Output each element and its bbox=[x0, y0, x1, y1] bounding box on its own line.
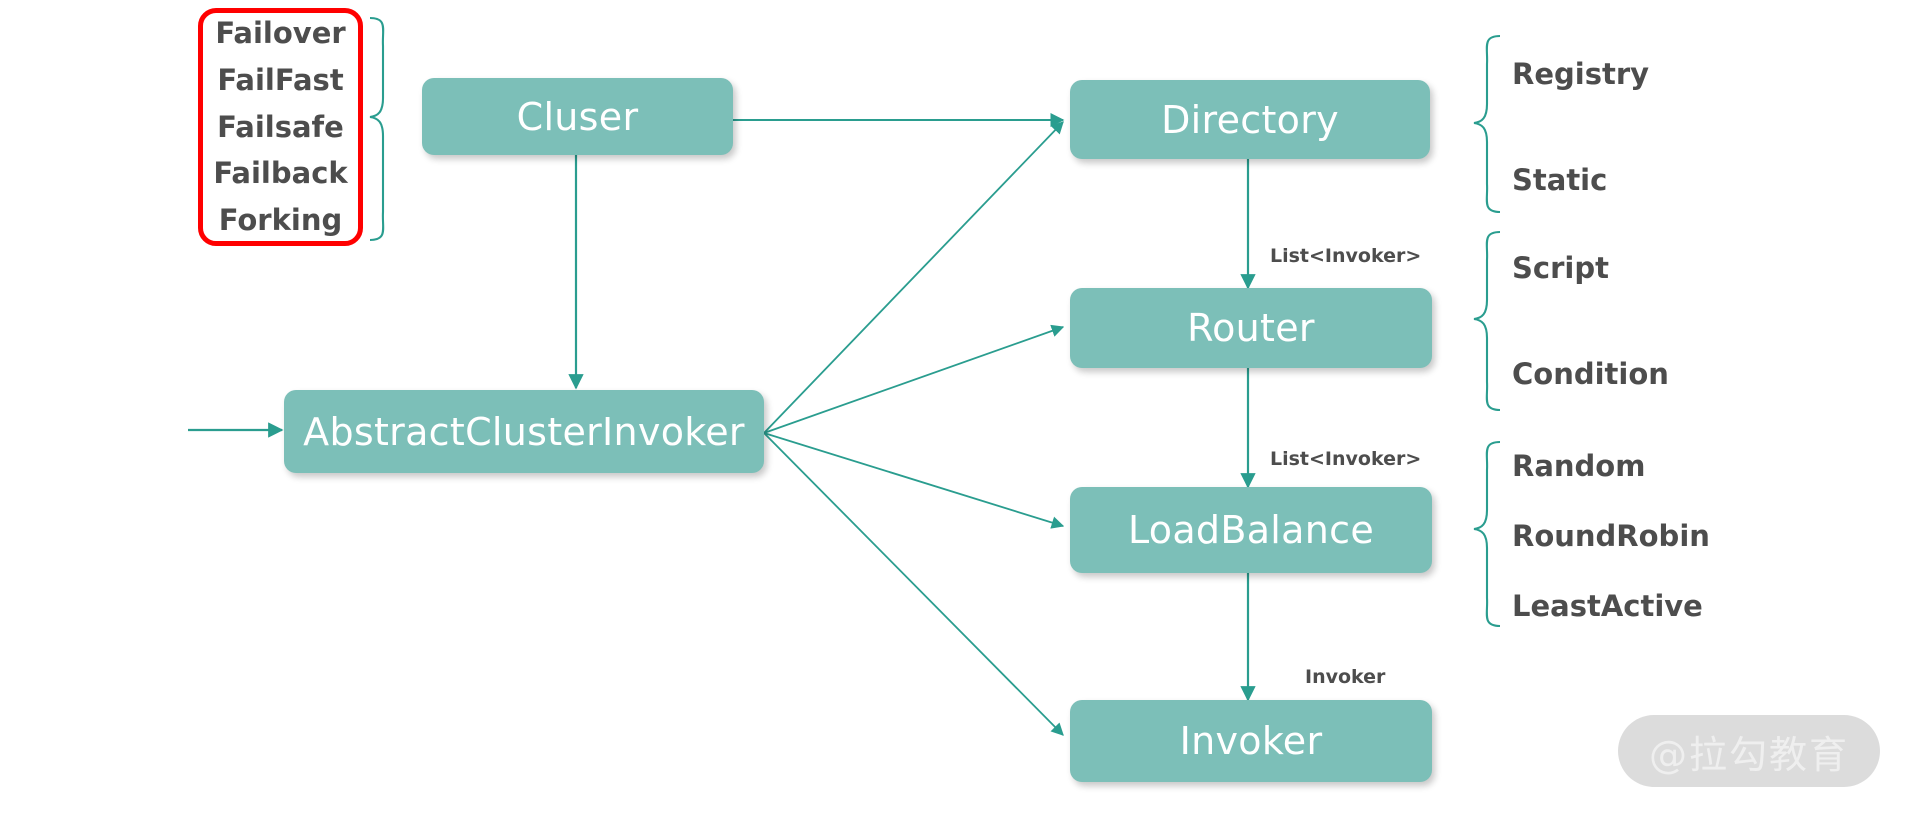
node-cluser-label: Cluser bbox=[516, 94, 639, 139]
brace-loadbalance-impls bbox=[1473, 440, 1501, 628]
edge-label-router-to-loadbalance: List<Invoker> bbox=[1270, 448, 1422, 470]
loadbalance-impl-label: LeastActive bbox=[1512, 589, 1703, 623]
node-loadbalance-label: LoadBalance bbox=[1127, 508, 1374, 552]
node-router[interactable]: Router bbox=[1070, 288, 1432, 368]
node-invoker-label: Invoker bbox=[1179, 719, 1323, 763]
loadbalance-impl-label: Random bbox=[1512, 449, 1646, 483]
loadbalance-impl-label: RoundRobin bbox=[1512, 519, 1710, 553]
edge-aci-to-router bbox=[763, 324, 1065, 434]
cluster-strategy-item: Failback bbox=[213, 156, 348, 191]
node-router-label: Router bbox=[1187, 306, 1315, 350]
cluster-strategy-item: Forking bbox=[218, 203, 343, 238]
brace-cluster-strategies bbox=[369, 16, 385, 242]
edge-aci-to-invoker bbox=[763, 432, 1064, 736]
directory-impl-label: Registry bbox=[1512, 57, 1650, 91]
watermark: @拉勾教育 bbox=[1618, 715, 1880, 787]
directory-impl-label: Static bbox=[1512, 163, 1608, 197]
cluster-strategy-item: Failsafe bbox=[217, 109, 344, 144]
cluster-strategy-item: FailFast bbox=[217, 62, 344, 97]
node-loadbalance[interactable]: LoadBalance bbox=[1070, 487, 1432, 573]
edge-aci-to-loadbalance bbox=[763, 432, 1065, 529]
router-impl-label: Condition bbox=[1512, 357, 1669, 391]
cluster-strategy-item: Failover bbox=[215, 15, 346, 50]
node-abstractclusterinvoker-label: AbstractClusterInvoker bbox=[303, 409, 745, 454]
edge-label-directory-to-router: List<Invoker> bbox=[1270, 245, 1422, 267]
node-directory-label: Directory bbox=[1161, 97, 1339, 142]
brace-router-impls bbox=[1473, 230, 1501, 412]
cluster-strategy-box: Failover FailFast Failsafe Failback Fork… bbox=[198, 8, 363, 246]
edge-label-loadbalance-to-invoker: Invoker bbox=[1305, 666, 1386, 688]
node-abstractclusterinvoker[interactable]: AbstractClusterInvoker bbox=[284, 390, 764, 473]
router-impl-label: Script bbox=[1512, 251, 1609, 285]
node-invoker[interactable]: Invoker bbox=[1070, 700, 1432, 782]
edge-aci-to-directory bbox=[763, 121, 1064, 434]
brace-directory-impls bbox=[1473, 34, 1501, 214]
node-cluser[interactable]: Cluser bbox=[422, 78, 733, 155]
node-directory[interactable]: Directory bbox=[1070, 80, 1430, 159]
